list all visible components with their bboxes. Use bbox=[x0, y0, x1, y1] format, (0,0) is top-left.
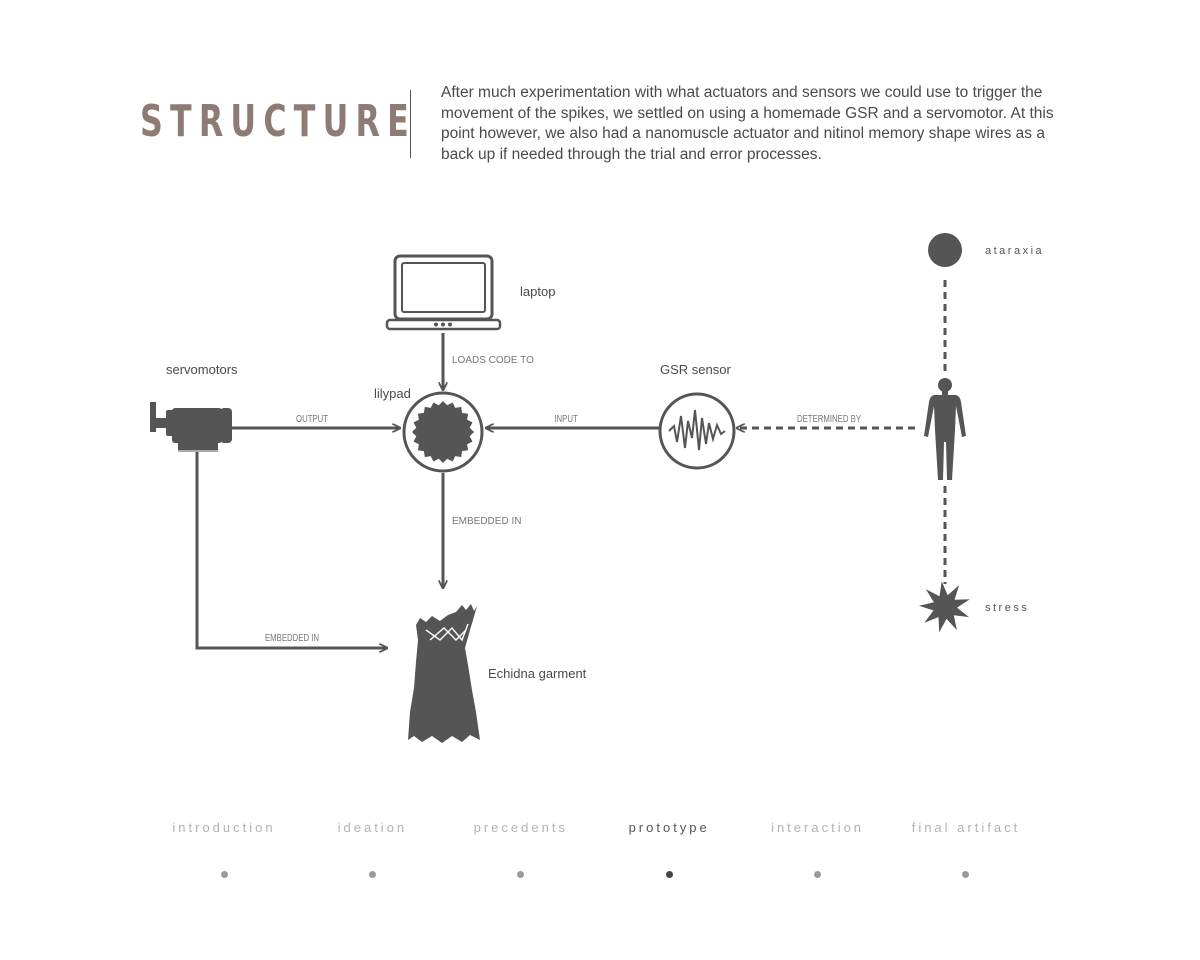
nav-dot[interactable] bbox=[962, 871, 970, 878]
lilypad-label: lilypad bbox=[374, 386, 411, 401]
stress-label: stress bbox=[985, 602, 1029, 614]
lilypad-icon bbox=[402, 391, 484, 473]
servomotor-icon bbox=[150, 402, 232, 452]
gsr-sensor-label: GSR sensor bbox=[660, 362, 731, 377]
nav-dot[interactable] bbox=[814, 871, 822, 878]
nav-item-prototype[interactable]: prototype bbox=[595, 820, 743, 883]
ataraxia-icon bbox=[928, 233, 962, 267]
ataraxia-label: ataraxia bbox=[985, 245, 1044, 257]
intro-paragraph: After much experimentation with what act… bbox=[441, 84, 1054, 163]
nav-dot-active[interactable] bbox=[665, 871, 673, 878]
nav-label: ideation bbox=[337, 820, 408, 835]
nav-item-final-artifact[interactable]: final artifact bbox=[892, 820, 1040, 883]
nav-dot[interactable] bbox=[368, 871, 376, 878]
nav-dot[interactable] bbox=[517, 871, 525, 878]
garment-label: Echidna garment bbox=[488, 666, 587, 681]
section-nav: introduction ideation precedents prototy… bbox=[150, 820, 1040, 883]
edge-embedded-servo bbox=[195, 452, 387, 648]
title-divider bbox=[410, 90, 411, 158]
edge-label-embedded-servo: EMBEDDED IN bbox=[265, 632, 319, 643]
echidna-garment-icon bbox=[408, 604, 480, 743]
servomotors-label: servomotors bbox=[166, 362, 238, 377]
nav-label: precedents bbox=[473, 820, 568, 835]
human-figure-icon bbox=[924, 378, 966, 480]
page-title: STRUCTURE bbox=[140, 96, 416, 147]
nav-item-ideation[interactable]: ideation bbox=[298, 820, 446, 883]
nav-label: introduction bbox=[172, 820, 276, 835]
nav-label: interaction bbox=[771, 820, 865, 835]
edge-label-loads-code: LOADS CODE TO bbox=[452, 355, 534, 366]
nav-label: prototype bbox=[628, 820, 710, 835]
nav-item-precedents[interactable]: precedents bbox=[447, 820, 595, 883]
nav-label: final artifact bbox=[911, 820, 1021, 835]
nav-item-interaction[interactable]: interaction bbox=[744, 820, 892, 883]
nav-item-introduction[interactable]: introduction bbox=[150, 820, 298, 883]
edge-label-input: INPUT bbox=[554, 413, 578, 424]
nav-dot[interactable] bbox=[220, 871, 228, 878]
edge-label-embedded-lilypad: EMBEDDED IN bbox=[452, 516, 521, 527]
stress-icon bbox=[919, 581, 970, 633]
edge-label-output: OUTPUT bbox=[296, 413, 328, 424]
edge-label-determined-by: DETERMINED BY bbox=[797, 413, 861, 424]
gsr-sensor-icon bbox=[658, 392, 736, 470]
laptop-icon bbox=[385, 254, 502, 331]
laptop-label: laptop bbox=[520, 284, 555, 299]
